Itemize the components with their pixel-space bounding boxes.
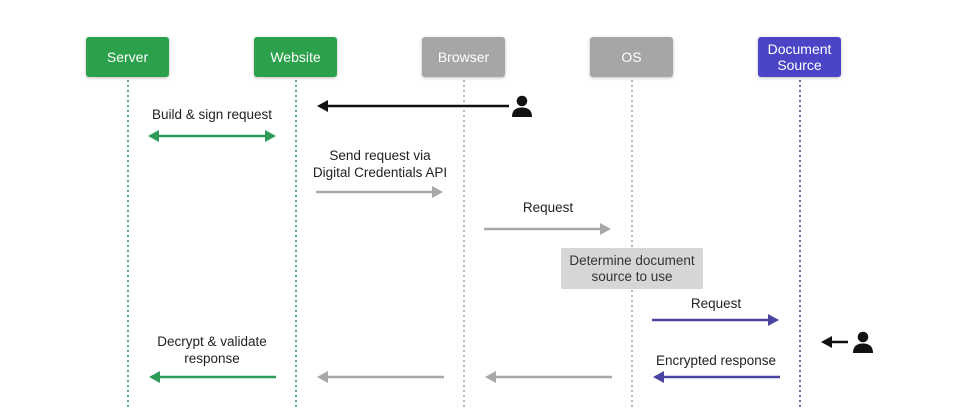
os-to-browser-arrow bbox=[485, 371, 612, 383]
browser-label: Browser bbox=[437, 49, 490, 65]
os-label: OS bbox=[621, 49, 642, 65]
send-request-label: Send request via Digital Credentials API bbox=[300, 147, 460, 181]
os-actor: OS bbox=[590, 37, 673, 77]
decrypt-validate-label: Decrypt & validate response bbox=[142, 333, 282, 367]
browser-actor: Browser bbox=[422, 37, 505, 77]
document-source-label-line1: Document bbox=[767, 41, 832, 57]
user-icon bbox=[853, 331, 873, 353]
user-to-document-source-arrow bbox=[821, 336, 848, 348]
document-source-label-line2: Source bbox=[777, 57, 822, 73]
encrypted-response-label: Encrypted response bbox=[655, 353, 777, 368]
build-sign-label: Build & sign request bbox=[151, 107, 273, 122]
website-to-browser-arrow bbox=[316, 186, 443, 198]
os-to-document-source-arrow bbox=[652, 314, 779, 326]
determine-line1: Determine document bbox=[569, 252, 695, 268]
browser-to-website-arrow bbox=[317, 371, 444, 383]
determine-source-note: Determine document source to use bbox=[561, 248, 703, 289]
document-source-to-os-arrow bbox=[653, 371, 780, 383]
user-icon bbox=[512, 95, 532, 117]
server-actor: Server bbox=[86, 37, 169, 77]
decrypt-line1: Decrypt & validate bbox=[157, 334, 267, 349]
server-label: Server bbox=[106, 49, 149, 65]
document-source-actor: Document Source bbox=[758, 37, 841, 77]
website-to-server-arrow bbox=[149, 371, 276, 383]
send-request-line1: Send request via bbox=[329, 148, 431, 163]
user-to-website-arrow bbox=[317, 100, 509, 112]
decrypt-line2: response bbox=[184, 351, 240, 366]
os-request-label: Request bbox=[690, 296, 742, 311]
browser-request-label: Request bbox=[522, 200, 574, 215]
determine-line2: source to use bbox=[591, 268, 673, 284]
build-sign-arrow bbox=[148, 130, 276, 142]
website-actor: Website bbox=[254, 37, 337, 77]
website-label: Website bbox=[270, 49, 321, 65]
send-request-line2: Digital Credentials API bbox=[312, 165, 448, 180]
browser-to-os-arrow bbox=[484, 223, 611, 235]
